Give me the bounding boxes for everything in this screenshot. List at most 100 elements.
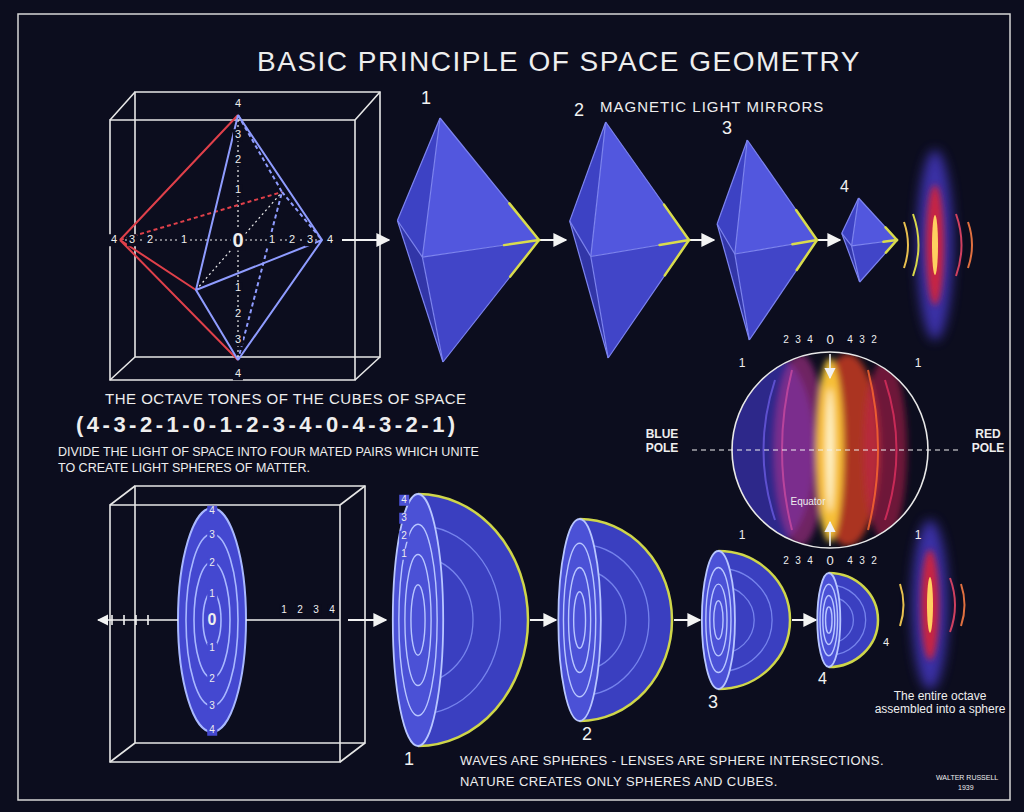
- pyramid-edge: [443, 240, 539, 362]
- pyramid-edge: [591, 240, 689, 257]
- face-ring: [823, 596, 835, 645]
- red-hidden-edge: [120, 192, 282, 240]
- ring-number: 4: [207, 725, 217, 736]
- tone-number: 2: [781, 556, 791, 567]
- face-ring: [569, 567, 591, 672]
- callout-number: 3: [722, 118, 732, 139]
- face-ring: [563, 543, 595, 697]
- pyramid-mirror: 4: [840, 178, 898, 282]
- pyramid-mirror: 2: [566, 100, 690, 358]
- pyramid-edge: [422, 257, 443, 362]
- pyramid-edge: [860, 240, 897, 282]
- ring-number: 1: [207, 589, 217, 600]
- pyramid-face: [735, 140, 817, 254]
- cube-back: [135, 92, 380, 357]
- pyramid-edge: [591, 122, 606, 257]
- signature: WALTER RUSSELL: [936, 774, 998, 782]
- pole-label: RED POLE: [968, 428, 1008, 456]
- light-edge: [792, 240, 817, 244]
- pyramid-edge: [842, 233, 852, 246]
- axis-number: 0: [230, 230, 245, 251]
- hemisphere-face: [393, 494, 443, 746]
- axis-number: 2: [233, 308, 243, 320]
- axis-lines: [120, 115, 322, 360]
- ring-number: 2: [207, 558, 217, 569]
- axis-number: 4: [325, 234, 335, 246]
- axis-number: 4: [327, 605, 337, 616]
- pyramid-edge: [717, 224, 735, 254]
- face-ring: [411, 585, 425, 656]
- tone-number: 2: [869, 556, 879, 567]
- ring-number: 1: [207, 643, 217, 654]
- axis-number: 3: [305, 234, 315, 246]
- cube-front: [110, 505, 340, 762]
- hemisphere-lens: 4: [816, 572, 880, 690]
- hemisphere-lens: 3: [700, 550, 792, 713]
- quadrant-number: 1: [739, 357, 746, 371]
- pyramid-edge: [852, 240, 897, 246]
- hemisphere-face: [817, 573, 840, 667]
- axis-number: 1: [233, 282, 243, 294]
- pole-label: BLUE POLE: [640, 428, 684, 456]
- octahedron: [120, 115, 322, 360]
- light-edge: [883, 240, 897, 242]
- callout-number: 4: [818, 670, 827, 688]
- lens-ring: [186, 534, 238, 706]
- axis-number: 1: [233, 184, 243, 196]
- pyramid-edge: [570, 221, 608, 358]
- ring-number: 4: [207, 506, 217, 517]
- face-ring: [706, 568, 731, 673]
- pole-axis: [692, 449, 962, 450]
- tone-number: 3: [793, 335, 803, 346]
- pyramid-edge: [440, 118, 539, 240]
- tone-number: 4: [845, 556, 855, 567]
- pyramid-mirror: 1: [393, 88, 540, 362]
- callout-number: 1: [421, 88, 431, 109]
- light-edge: [504, 240, 539, 245]
- tone-number: 0: [824, 554, 835, 568]
- pyramid-edge: [852, 246, 860, 282]
- hemisphere-lens: 1: [390, 493, 530, 770]
- pyramid-mirror: 3: [714, 118, 818, 340]
- ring-number: 4: [399, 495, 409, 506]
- pyramid-face: [852, 198, 897, 246]
- entry-arrow: [342, 239, 389, 241]
- axis-number: 3: [311, 605, 321, 616]
- axis-number: 2: [287, 234, 297, 246]
- flow-arrow: [540, 239, 566, 241]
- lens-ring: [203, 592, 221, 648]
- pyramid-edge: [591, 257, 608, 358]
- quadrant-number: 1: [915, 357, 922, 371]
- pyramid-edge: [747, 140, 817, 240]
- entry-arrow: [348, 619, 386, 621]
- pyramid-face: [852, 240, 897, 282]
- pyramid-face: [735, 240, 817, 340]
- cube-edges: [110, 92, 380, 380]
- diagram-title: BASIC PRINCIPLE OF SPACE GEOMETRY: [257, 46, 861, 78]
- hemisphere-face: [702, 551, 735, 689]
- tone-number: 4: [805, 556, 815, 567]
- ring-number: 0: [206, 612, 219, 629]
- sphere-note: The entire octave assembled into a spher…: [872, 690, 1008, 716]
- axis-number: 3: [233, 129, 243, 141]
- face-ring: [405, 554, 431, 685]
- pyramid-face: [591, 122, 689, 257]
- note-text: DIVIDE THE LIGHT OF SPACE INTO FOUR MATE…: [58, 444, 488, 476]
- face-ring: [826, 607, 832, 633]
- ring-number: 3: [399, 513, 409, 524]
- cube-edges: [110, 486, 365, 762]
- light-edge: [509, 203, 539, 240]
- blue-hidden-edges: [238, 115, 322, 360]
- axis-number: 4: [109, 234, 119, 246]
- pyramid-edge: [749, 240, 817, 340]
- pyramid-edge: [717, 224, 749, 340]
- pyramid-edge: [397, 220, 443, 362]
- callout-number: 2: [574, 100, 584, 121]
- tone-number: 3: [793, 556, 803, 567]
- light-edge: [665, 240, 689, 275]
- hemisphere-face: [558, 519, 600, 721]
- axis-arrow-left: [98, 619, 178, 621]
- axis-number: 2: [145, 234, 155, 246]
